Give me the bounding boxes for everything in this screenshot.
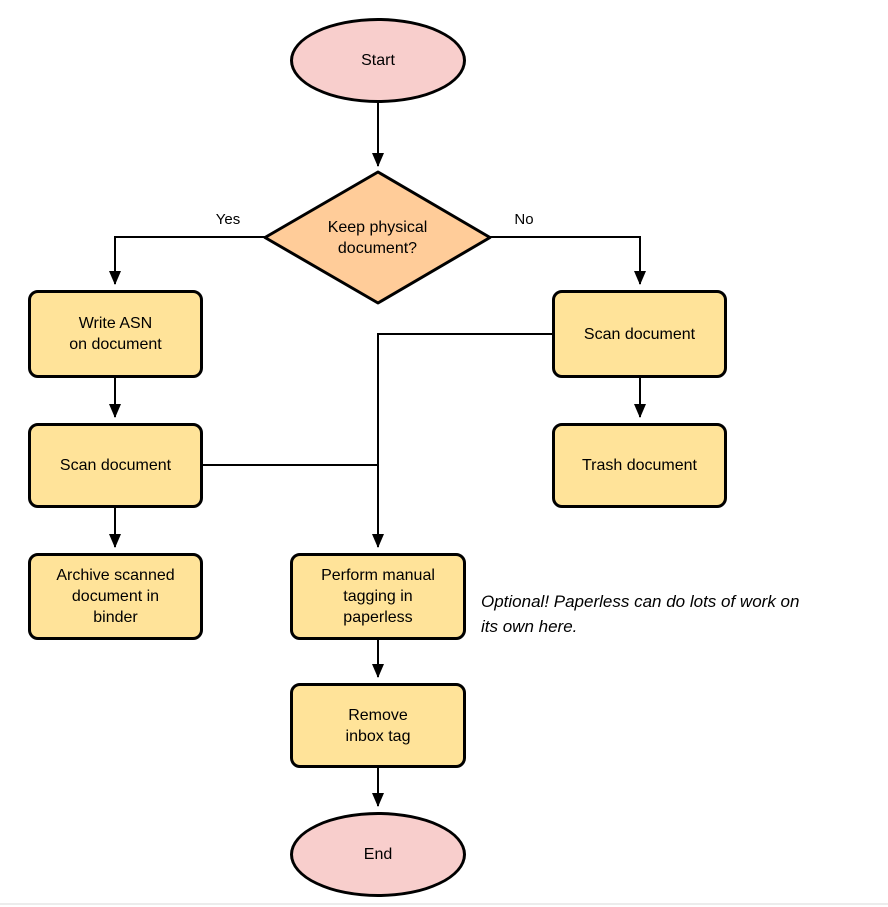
edge-decision-write-asn (109, 236, 266, 285)
node-manual-tagging: Perform manual tagging in paperless (290, 553, 466, 640)
edge-decision-scan-right (489, 236, 646, 285)
node-archive-binder: Archive scanned document in binder (28, 553, 203, 640)
node-remove-inbox-tag-label: Remove inbox tag (345, 706, 411, 745)
node-scan-document-right-label: Scan document (583, 325, 696, 343)
node-archive-binder-label: Archive scanned document in binder (56, 567, 175, 626)
edge-label-no: No (514, 211, 534, 228)
edge-label-yes: Yes (215, 211, 241, 228)
node-manual-tagging-label: Perform manual tagging in paperless (321, 567, 435, 626)
node-start-label: Start (361, 52, 395, 69)
bottom-divider (0, 903, 888, 905)
node-trash-document-label: Trash document (581, 457, 697, 474)
node-scan-document-right: Scan document (552, 290, 727, 378)
node-decision-label: Keep physical document? (327, 218, 428, 257)
node-write-asn-label: Write ASN on document (69, 315, 162, 353)
annotation-optional-note: Optional! Paperless can do lots of work … (481, 592, 800, 636)
node-scan-document-left: Scan document (28, 423, 203, 508)
node-trash-document: Trash document (552, 423, 727, 508)
node-start: Start (290, 18, 466, 103)
node-write-asn: Write ASN on document (28, 290, 203, 378)
node-scan-document-left-label: Scan document (59, 457, 172, 474)
node-end-label: End (363, 846, 393, 863)
node-remove-inbox-tag: Remove inbox tag (290, 683, 466, 768)
edge-scan-right-tagging (372, 333, 552, 548)
node-decision: Keep physical document? (265, 172, 490, 303)
node-end: End (290, 812, 466, 897)
